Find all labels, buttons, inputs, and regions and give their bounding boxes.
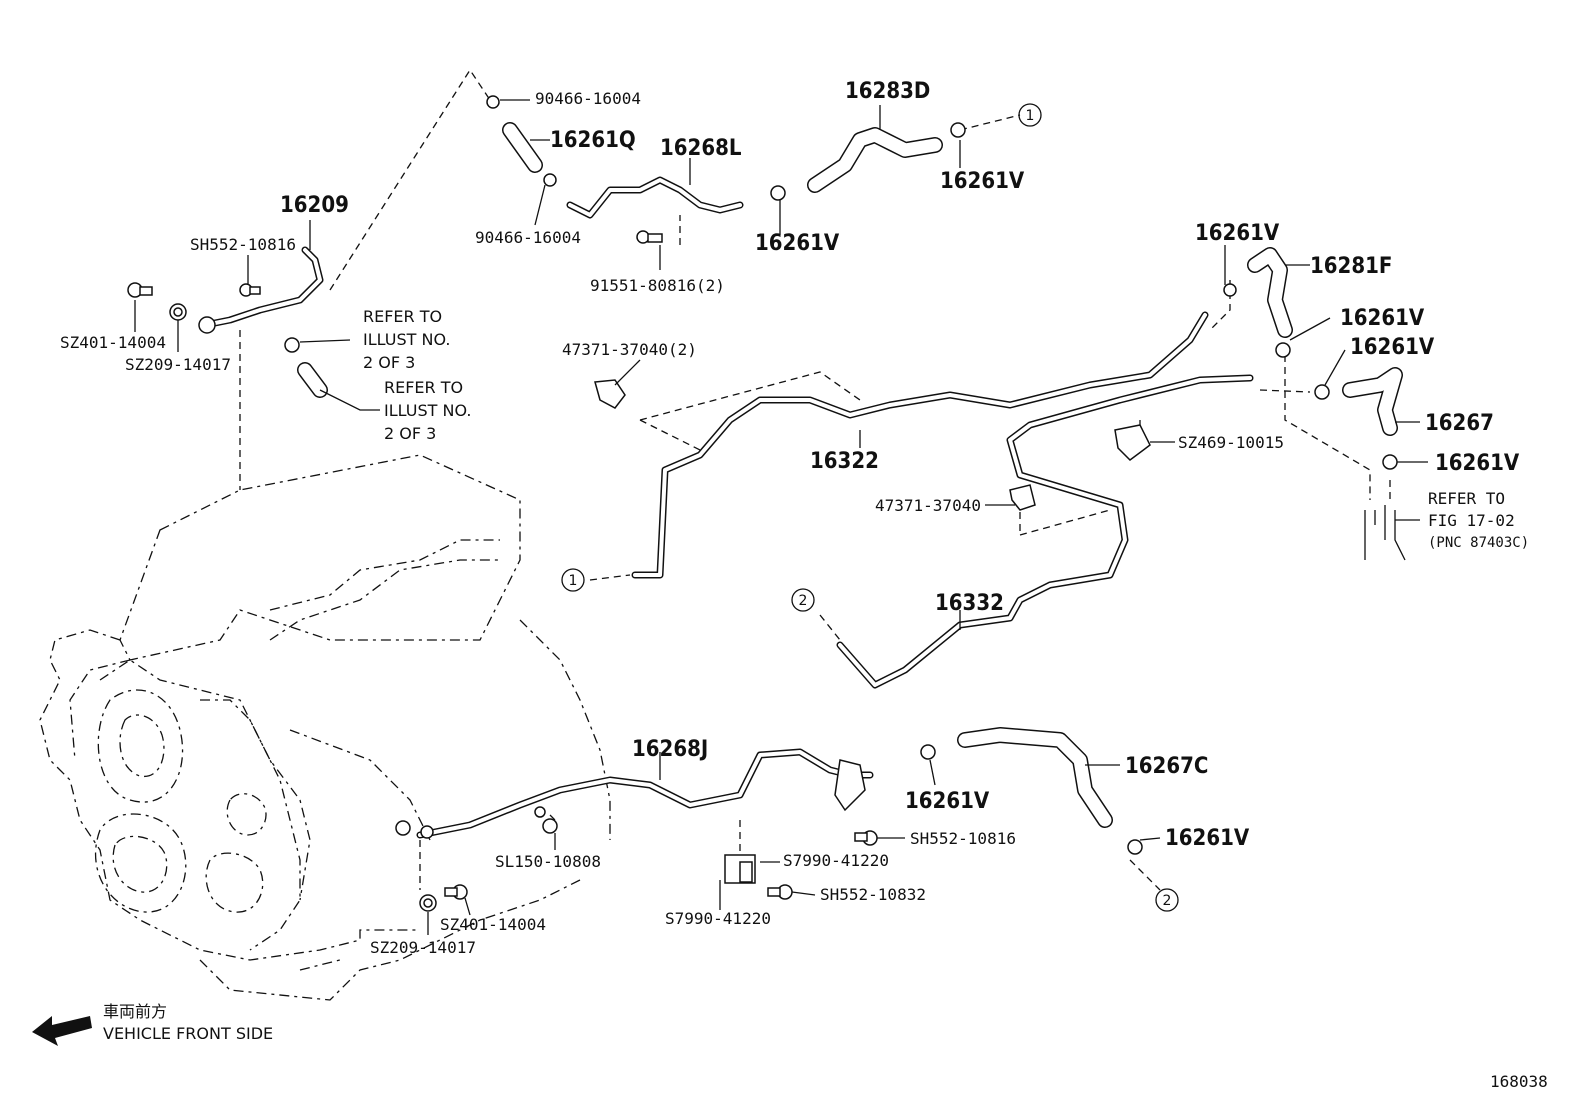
part-label: 16281F	[1310, 254, 1392, 279]
part-label: 16332	[935, 591, 1004, 616]
circle-ref-2-mid: 2	[791, 588, 815, 612]
svg-text:FIG 17-02: FIG 17-02	[1428, 511, 1515, 530]
part-label: 16267C	[1125, 754, 1208, 779]
direction-label-jp: 車両前方	[103, 1002, 167, 1021]
part-label: 16268L	[660, 136, 742, 161]
part-labels: 90466-16004 16261Q 16283D 16268L 90466-1…	[60, 79, 1520, 957]
part-label: 16283D	[845, 79, 930, 104]
part-label: SZ209-14017	[370, 938, 476, 957]
direction-arrow-icon	[32, 1016, 92, 1046]
part-label: SZ401-14004	[60, 333, 166, 352]
circle-ref-2-bottom: 2	[1155, 888, 1179, 912]
part-label: 16261V	[905, 789, 990, 814]
part-label: 16322	[810, 449, 879, 474]
part-label: SH552-10832	[820, 885, 926, 904]
circle-ref-label: 1	[1026, 108, 1035, 124]
part-label: 47371-37040(2)	[562, 340, 697, 359]
part-label: SZ401-14004	[440, 915, 546, 934]
part-label: SL150-10808	[495, 852, 601, 871]
part-label: 16261V	[1165, 826, 1250, 851]
part-label: 16261V	[1350, 335, 1435, 360]
hoses	[297, 122, 1406, 828]
svg-text:2 OF 3: 2 OF 3	[363, 353, 415, 372]
refer-note-fig: REFER TO FIG 17-02 (PNC 87403C)	[1428, 489, 1529, 551]
small-parts	[127, 95, 1398, 912]
part-label: 16209	[280, 193, 349, 218]
refer-note-illust-a: REFER TO ILLUST NO. 2 OF 3	[363, 307, 450, 372]
leader-lines	[134, 99, 1428, 935]
part-label: 16267	[1425, 411, 1494, 436]
part-label: SZ209-14017	[125, 355, 231, 374]
part-label: S7990-41220	[783, 851, 889, 870]
svg-text:REFER TO: REFER TO	[1428, 489, 1505, 508]
svg-text:ILLUST NO.: ILLUST NO.	[363, 330, 450, 349]
svg-text:(PNC 87403C): (PNC 87403C)	[1428, 535, 1529, 551]
circle-ref-label: 2	[1163, 893, 1172, 909]
part-label: 16261V	[1340, 306, 1425, 331]
part-label: 47371-37040	[875, 496, 981, 515]
part-label: S7990-41220	[665, 909, 771, 928]
part-label: 16261V	[940, 169, 1025, 194]
part-label: 16261V	[1435, 451, 1520, 476]
svg-text:REFER TO: REFER TO	[384, 378, 463, 397]
circle-ref-label: 2	[799, 593, 808, 609]
refer-note-illust-b: REFER TO ILLUST NO. 2 OF 3	[384, 378, 471, 443]
part-label: SH552-10816	[910, 829, 1016, 848]
pipes	[201, 176, 1254, 839]
part-label: 91551-80816(2)	[590, 276, 725, 295]
part-label: SZ469-10015	[1178, 433, 1284, 452]
part-label: 16261V	[755, 231, 840, 256]
part-label: 90466-16004	[475, 228, 581, 247]
part-label: SH552-10816	[190, 235, 296, 254]
diagram-id-number: 168038	[1490, 1072, 1548, 1091]
vehicle-front-indicator: 車両前方 VEHICLE FRONT SIDE	[32, 1002, 273, 1046]
circle-ref-1-left: 1	[561, 568, 585, 592]
circle-ref-label: 1	[569, 573, 578, 589]
engine-outline	[39, 454, 611, 1001]
svg-text:2 OF 3: 2 OF 3	[384, 424, 436, 443]
circle-ref-1-top: 1	[1018, 103, 1042, 127]
svg-text:REFER TO: REFER TO	[363, 307, 442, 326]
part-label: 90466-16004	[535, 89, 641, 108]
connection-lines	[239, 68, 1391, 891]
part-label: 16261V	[1195, 221, 1280, 246]
svg-text:ILLUST NO.: ILLUST NO.	[384, 401, 471, 420]
direction-label-en: VEHICLE FRONT SIDE	[103, 1024, 273, 1043]
part-label: 16268J	[632, 737, 708, 762]
part-label: 16261Q	[550, 128, 636, 153]
